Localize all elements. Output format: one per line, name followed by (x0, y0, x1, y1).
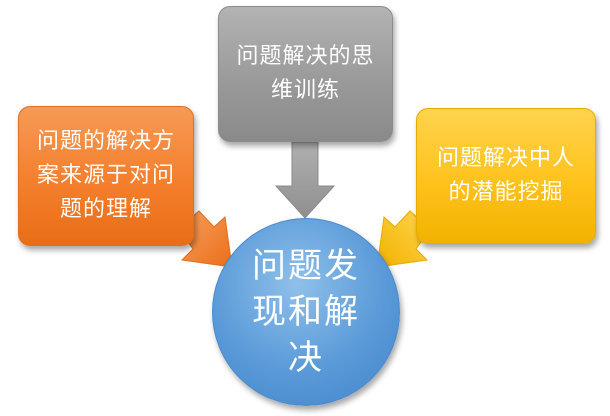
left-box-text: 问题的解决方 案来源于对问 题的理解 (37, 125, 175, 227)
center-line: 问题发 (252, 246, 360, 286)
center-line: 决 (288, 338, 324, 378)
right-box-line: 的潜能挖掘 (448, 180, 564, 205)
center-circle-text: 问题发 现和解 决 (236, 243, 376, 381)
left-box: 问题的解决方 案来源于对问 题的理解 (18, 106, 194, 246)
top-arrow (274, 141, 336, 219)
left-box-line: 题的理解 (59, 197, 152, 222)
center-circle: 问题发 现和解 决 (212, 218, 400, 406)
top-box-line: 维训练 (270, 78, 340, 103)
right-box-line: 问题解决中人 (436, 146, 575, 171)
right-box: 问题解决中人 的潜能挖掘 (416, 108, 596, 244)
top-box-line: 问题解决的思 (236, 44, 375, 69)
top-box: 问题解决的思 维训练 (218, 6, 393, 142)
right-box-text: 问题解决中人 的潜能挖掘 (437, 142, 575, 210)
left-box-line: 案来源于对问 (36, 163, 175, 188)
top-box-text: 问题解决的思 维训练 (236, 40, 374, 108)
center-line: 现和解 (252, 292, 360, 332)
left-box-line: 问题的解决方 (36, 129, 175, 154)
